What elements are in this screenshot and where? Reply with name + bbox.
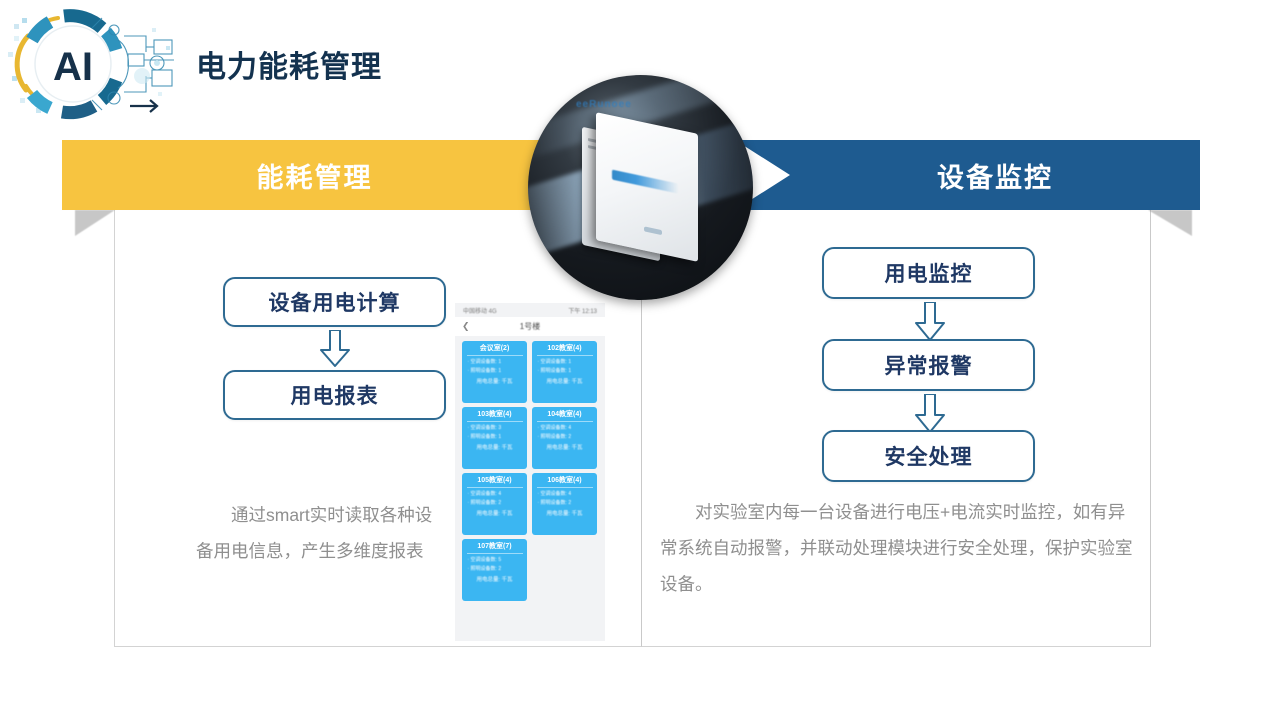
room-card-total: 用电总量: 千瓦 — [476, 577, 513, 583]
room-card-total: 用电总量: 千瓦 — [546, 379, 583, 385]
hollow-arrow-down-icon — [913, 302, 947, 342]
room-card-line2: · 照明设备数: 1 — [537, 368, 572, 374]
banner-left-label: 能耗管理 — [256, 162, 373, 193]
room-card-divider — [466, 355, 523, 356]
room-card-divider — [466, 487, 523, 488]
room-card-title: 107教室(7) — [477, 543, 512, 550]
room-card-line1: · 空调设备数: 1 — [537, 359, 572, 365]
phone-screenshot: 中国移动 4G 下午 12:13 1号楼 ❮ 会议室(2) · 空调设备数: 1 ·… — [455, 303, 605, 641]
left-panel-caption: 通过smart实时读取各种设备用电信息，产生多维度报表 — [196, 505, 433, 561]
flow-box-label: 异常报警 — [884, 355, 973, 378]
banner-device-monitoring[interactable]: 设备监控 — [735, 140, 1200, 210]
room-card-divider — [536, 421, 593, 422]
room-card-divider — [466, 421, 523, 422]
flow-box-safety-handling[interactable]: 安全处理 — [822, 430, 1035, 482]
room-card-line2: · 照明设备数: 2 — [467, 566, 502, 572]
status-bar-time: 下午 12:13 — [568, 308, 597, 315]
flow-box-label: 用电监控 — [884, 263, 973, 286]
room-card-total: 用电总量: 千瓦 — [546, 445, 583, 451]
phone-nav-bar: 1号楼 — [455, 317, 605, 336]
hollow-arrow-down-icon — [913, 394, 947, 434]
room-card-divider — [536, 355, 593, 356]
room-card-line1: · 空调设备数: 4 — [537, 425, 572, 431]
device-brandmark: eeRunoee — [576, 99, 632, 110]
smart-wall-panel-device-image: eeRunoee — [528, 75, 753, 300]
room-card[interactable]: 会议室(2) · 空调设备数: 1 · 照明设备数: 1 用电总量: 千瓦 — [462, 341, 527, 403]
ai-circuit-badge-icon: AI — [6, 6, 186, 124]
flow-box-label: 安全处理 — [884, 446, 973, 469]
room-card-line1: · 空调设备数: 5 — [467, 557, 502, 563]
svg-text:AI: AI — [53, 45, 93, 89]
device-logo-icon — [612, 169, 682, 195]
room-card-title: 103教室(4) — [477, 411, 512, 418]
room-card[interactable]: 102教室(4) · 空调设备数: 1 · 照明设备数: 1 用电总量: 千瓦 — [532, 341, 597, 403]
chevron-left-icon[interactable]: ❮ — [462, 321, 470, 331]
room-card-divider — [536, 487, 593, 488]
banner-right-label: 设备监控 — [937, 162, 1053, 193]
banner-fold-shadow-right — [1148, 210, 1192, 236]
flow-box-label: 用电报表 — [290, 385, 379, 408]
room-card-line2: · 照明设备数: 2 — [467, 500, 502, 506]
hollow-arrow-down-icon — [318, 330, 352, 368]
room-card-line2: · 照明设备数: 2 — [537, 500, 572, 506]
room-card[interactable]: 106教室(4) · 空调设备数: 4 · 照明设备数: 2 用电总量: 千瓦 — [532, 473, 597, 535]
room-card-title: 102教室(4) — [547, 345, 582, 352]
flow-box-power-monitoring[interactable]: 用电监控 — [822, 247, 1035, 299]
room-card-line2: · 照明设备数: 1 — [467, 368, 502, 374]
page-header: AI — [0, 0, 430, 130]
room-card-total: 用电总量: 千瓦 — [476, 511, 513, 517]
room-card[interactable]: 104教室(4) · 空调设备数: 4 · 照明设备数: 2 用电总量: 千瓦 — [532, 407, 597, 469]
device-front-cover — [596, 112, 698, 262]
phone-status-bar: 中国移动 4G 下午 12:13 — [455, 303, 605, 317]
banner-fold-shadow-left — [75, 210, 115, 236]
room-card-title: 105教室(4) — [477, 477, 512, 484]
room-card[interactable]: 103教室(4) · 空调设备数: 3 · 照明设备数: 1 用电总量: 千瓦 — [462, 407, 527, 469]
room-card-line2: · 照明设备数: 2 — [537, 434, 572, 440]
flow-box-power-report[interactable]: 用电报表 — [223, 370, 446, 420]
flow-box-device-power-calc[interactable]: 设备用电计算 — [223, 277, 446, 327]
room-card-line1: · 空调设备数: 4 — [537, 491, 572, 497]
room-card-title: 会议室(2) — [479, 345, 510, 352]
phone-page-title: 1号楼 — [519, 322, 541, 331]
room-card-line1: · 空调设备数: 3 — [467, 425, 502, 431]
device-led-indicator — [644, 226, 662, 236]
flow-box-label: 设备用电计算 — [268, 292, 401, 315]
right-panel-caption: 对实验室内每一台设备进行电压+电流实时监控，如有异常系统自动报警，并联动处理模块… — [660, 502, 1133, 594]
room-card-line1: · 空调设备数: 4 — [467, 491, 502, 497]
room-card-total: 用电总量: 千瓦 — [476, 445, 513, 451]
room-card-divider — [466, 553, 523, 554]
room-card-line1: · 空调设备数: 1 — [467, 359, 502, 365]
room-card-total: 用电总量: 千瓦 — [546, 511, 583, 517]
page-title: 电力能耗管理 — [196, 51, 382, 84]
room-card-title: 104教室(4) — [547, 411, 582, 418]
room-card-line2: · 照明设备数: 1 — [467, 434, 502, 440]
room-card-total: 用电总量: 千瓦 — [476, 379, 513, 385]
room-card-title: 106教室(4) — [547, 477, 582, 484]
room-card[interactable]: 107教室(7) · 空调设备数: 5 · 照明设备数: 2 用电总量: 千瓦 — [462, 539, 527, 601]
flow-box-abnormal-alarm[interactable]: 异常报警 — [822, 339, 1035, 391]
status-bar-carrier: 中国移动 4G — [463, 308, 497, 315]
room-card[interactable]: 105教室(4) · 空调设备数: 4 · 照明设备数: 2 用电总量: 千瓦 — [462, 473, 527, 535]
